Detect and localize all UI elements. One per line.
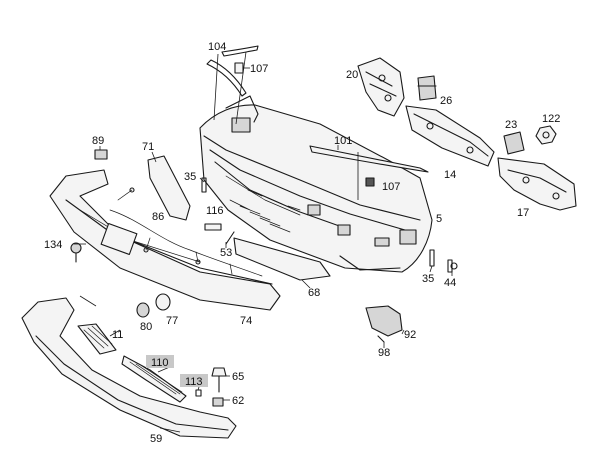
label-101: 101 <box>334 135 352 147</box>
part-labels: 104 107 20 26 89 71 101 23 122 35 107 14… <box>44 41 560 445</box>
part-107-clip-top[interactable] <box>234 62 250 74</box>
part-44-fastener[interactable] <box>447 259 458 273</box>
label-62: 62 <box>232 395 244 407</box>
label-17: 17 <box>517 207 529 219</box>
label-116: 116 <box>206 205 224 217</box>
part-107-clip-bottom[interactable] <box>365 177 375 187</box>
label-89: 89 <box>92 135 104 147</box>
label-59: 59 <box>150 433 162 445</box>
part-92-bracket[interactable] <box>365 305 403 343</box>
label-35-top: 35 <box>184 171 196 183</box>
label-110-highlight <box>146 355 174 368</box>
label-107-top: 107 <box>250 63 268 75</box>
part-5-front-bumper[interactable] <box>199 95 433 273</box>
part-122-nut[interactable] <box>535 125 557 145</box>
part-65-screw[interactable] <box>211 367 227 393</box>
label-44: 44 <box>444 277 456 289</box>
label-113: 113 <box>185 376 203 388</box>
part-104-trim-strip[interactable] <box>206 45 259 97</box>
label-107-bottom: 107 <box>382 181 400 193</box>
part-14-impact-absorber[interactable] <box>405 105 495 167</box>
part-86-wiring-harness[interactable] <box>109 187 263 277</box>
label-122: 122 <box>542 113 560 125</box>
part-110-grille[interactable] <box>121 355 187 403</box>
label-134: 134 <box>44 239 62 251</box>
part-101-trim-strip[interactable] <box>309 145 429 173</box>
part-77-bushing[interactable] <box>155 293 171 311</box>
part-113-clip[interactable] <box>195 389 202 397</box>
label-11: 11 <box>112 329 123 341</box>
label-68: 68 <box>308 287 320 299</box>
label-14: 14 <box>444 169 456 181</box>
part-17-mount[interactable] <box>497 157 577 211</box>
part-26-bracket[interactable] <box>417 75 437 101</box>
label-110: 110 <box>151 357 169 369</box>
part-74-rear-bumper[interactable] <box>49 169 281 311</box>
label-5: 5 <box>436 213 442 225</box>
part-20-bracket[interactable] <box>357 57 405 117</box>
label-20: 20 <box>346 69 358 81</box>
label-80: 80 <box>140 321 152 333</box>
part-23-bracket[interactable] <box>503 131 525 155</box>
label-104: 104 <box>208 41 226 53</box>
label-71: 71 <box>142 141 154 153</box>
label-65: 65 <box>232 371 244 383</box>
part-59-spoiler[interactable] <box>21 297 237 439</box>
part-71-side-strip[interactable] <box>147 155 191 221</box>
label-92: 92 <box>404 329 416 341</box>
part-116-clip[interactable] <box>204 223 222 231</box>
label-74: 74 <box>240 315 252 327</box>
part-62-clip[interactable] <box>212 397 224 407</box>
label-23: 23 <box>505 119 517 131</box>
part-35-bolt-top[interactable] <box>201 177 207 193</box>
label-77: 77 <box>166 315 178 327</box>
label-53: 53 <box>220 247 232 259</box>
label-26: 26 <box>440 95 452 107</box>
label-35-right: 35 <box>422 273 434 285</box>
part-35-bolt-right[interactable] <box>429 249 435 267</box>
label-98: 98 <box>378 347 390 359</box>
label-86: 86 <box>152 211 164 223</box>
part-11-grille[interactable] <box>77 323 117 355</box>
part-68-trim[interactable] <box>233 237 331 281</box>
part-80-bushing[interactable] <box>136 302 150 318</box>
part-53-screw[interactable] <box>225 231 235 245</box>
part-89-clip[interactable] <box>94 149 108 160</box>
label-113-highlight <box>180 374 208 387</box>
part-134-bolt[interactable] <box>70 242 82 263</box>
